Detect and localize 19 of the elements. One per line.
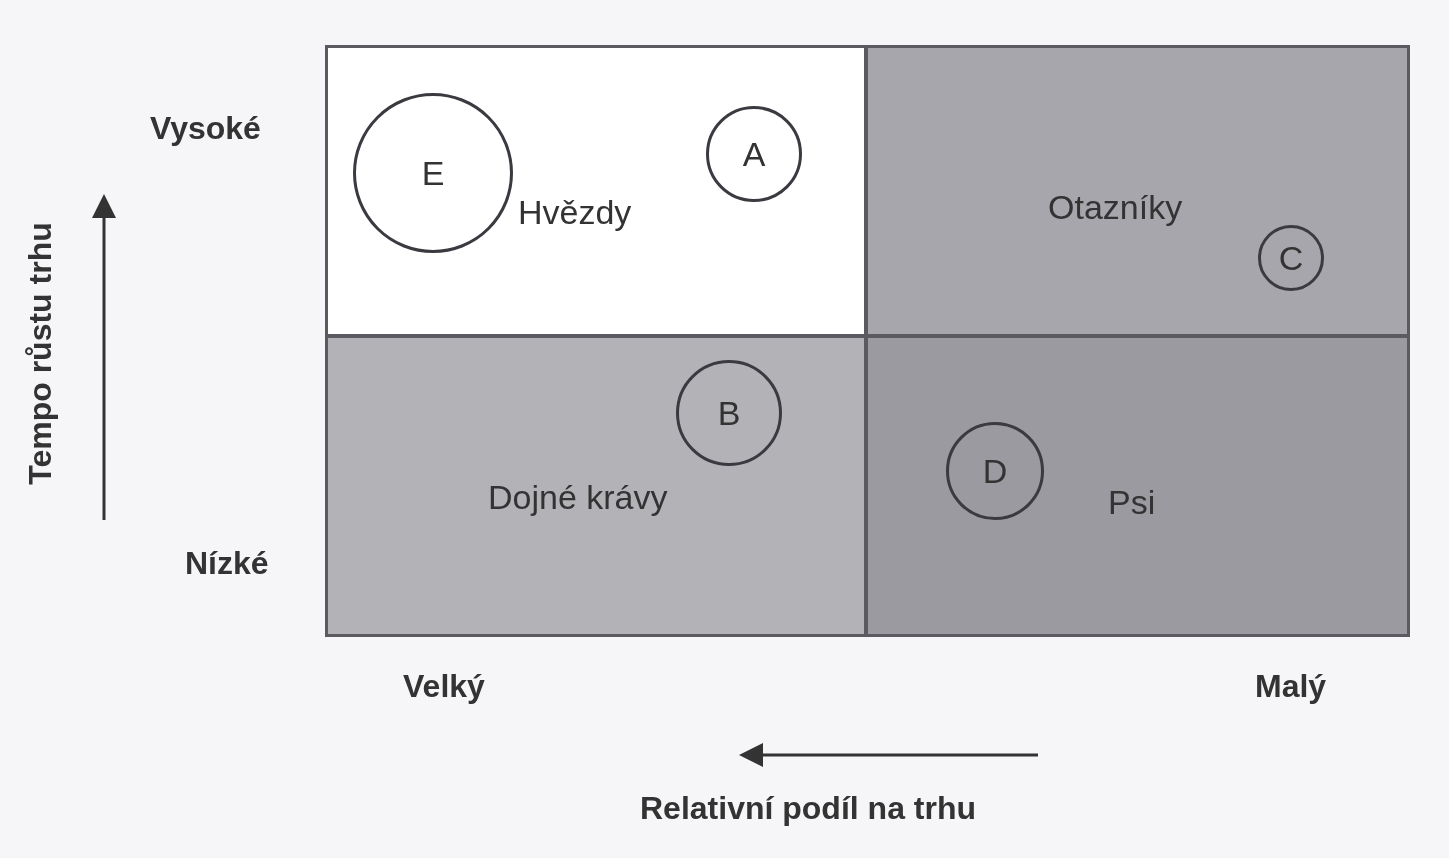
axis-label: Nízké <box>185 545 269 582</box>
bubble: A <box>706 106 802 202</box>
quadrant-label: Dojné krávy <box>488 478 668 517</box>
bubble: D <box>946 422 1044 520</box>
axis-label: Malý <box>1255 668 1327 705</box>
quadrant-label: Otazníky <box>1048 188 1183 227</box>
quadrant-label: Hvězdy <box>518 193 632 232</box>
matrix-quadrant <box>865 45 1410 337</box>
matrix-quadrant <box>325 45 867 337</box>
bubble: C <box>1258 225 1324 291</box>
quadrant-label: Psi <box>1108 483 1156 522</box>
axis-label: Velký <box>403 668 485 705</box>
axis-label: Vysoké <box>150 110 261 147</box>
axis-title: Tempo růstu trhu <box>21 221 59 487</box>
axis-title: Relativní podíl na trhu <box>640 790 976 827</box>
bubble: B <box>676 360 782 466</box>
matrix-quadrant <box>865 335 1410 637</box>
bubble: E <box>353 93 513 253</box>
matrix-quadrant <box>325 335 867 637</box>
